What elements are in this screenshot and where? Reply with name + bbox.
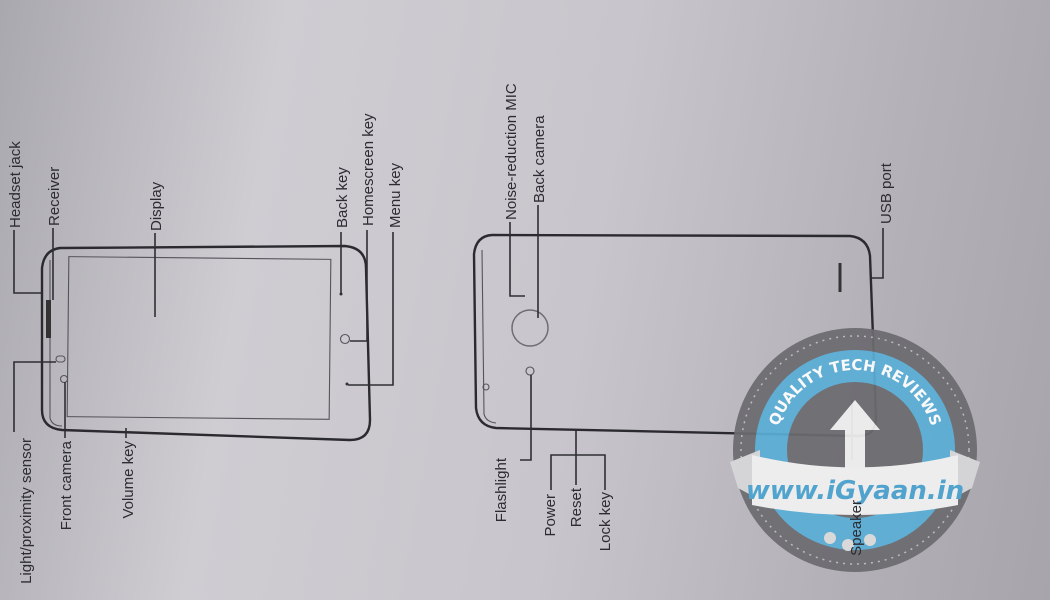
receiver-grille bbox=[46, 300, 51, 338]
watermark-ribbon bbox=[752, 455, 958, 515]
label-usb-port: USB port bbox=[878, 162, 895, 224]
label-reset: Reset bbox=[568, 487, 585, 527]
back-labels: Noise-reduction MIC Back camera USB port… bbox=[493, 83, 895, 551]
mic-hole-icon bbox=[482, 383, 490, 391]
label-receiver: Receiver bbox=[46, 167, 63, 226]
light-sensor-icon bbox=[55, 355, 66, 363]
label-display: Display bbox=[148, 181, 165, 231]
flashlight-icon bbox=[525, 366, 535, 376]
logo-arrow-icon bbox=[830, 400, 880, 470]
label-headset-jack: Headset jack bbox=[7, 141, 24, 228]
back-camera-icon bbox=[511, 309, 549, 347]
back-phone-edge bbox=[481, 249, 497, 424]
label-volume-key: Volume key bbox=[120, 441, 137, 519]
front-phone-outline bbox=[40, 244, 372, 442]
label-homescreen-key: Homescreen key bbox=[360, 113, 377, 226]
front-labels: Headset jack Receiver Display Back key H… bbox=[7, 113, 404, 584]
display-area bbox=[66, 256, 332, 420]
label-back-camera: Back camera bbox=[531, 115, 548, 203]
front-phone-drawing bbox=[13, 228, 394, 442]
label-flashlight: Flashlight bbox=[493, 457, 510, 522]
label-front-camera: Front camera bbox=[58, 440, 75, 530]
label-back-key: Back key bbox=[334, 167, 351, 228]
label-power: Power bbox=[542, 494, 559, 537]
igyaan-watermark: QUALITY TECH REVIEWS www.iGyaan.in bbox=[730, 328, 980, 572]
label-light-sensor: Light/proximity sensor bbox=[18, 438, 35, 584]
homescreen-key-icon bbox=[339, 333, 351, 345]
watermark-url: www.iGyaan.in bbox=[746, 476, 964, 506]
front-phone-edge bbox=[49, 260, 63, 427]
label-lock-key: Lock key bbox=[597, 492, 614, 552]
label-speaker: Speaker bbox=[848, 500, 865, 556]
label-mic: Noise-reduction MIC bbox=[503, 83, 520, 220]
label-menu-key: Menu key bbox=[387, 162, 404, 228]
front-camera-icon bbox=[59, 374, 69, 384]
menu-key-icon bbox=[345, 382, 349, 386]
